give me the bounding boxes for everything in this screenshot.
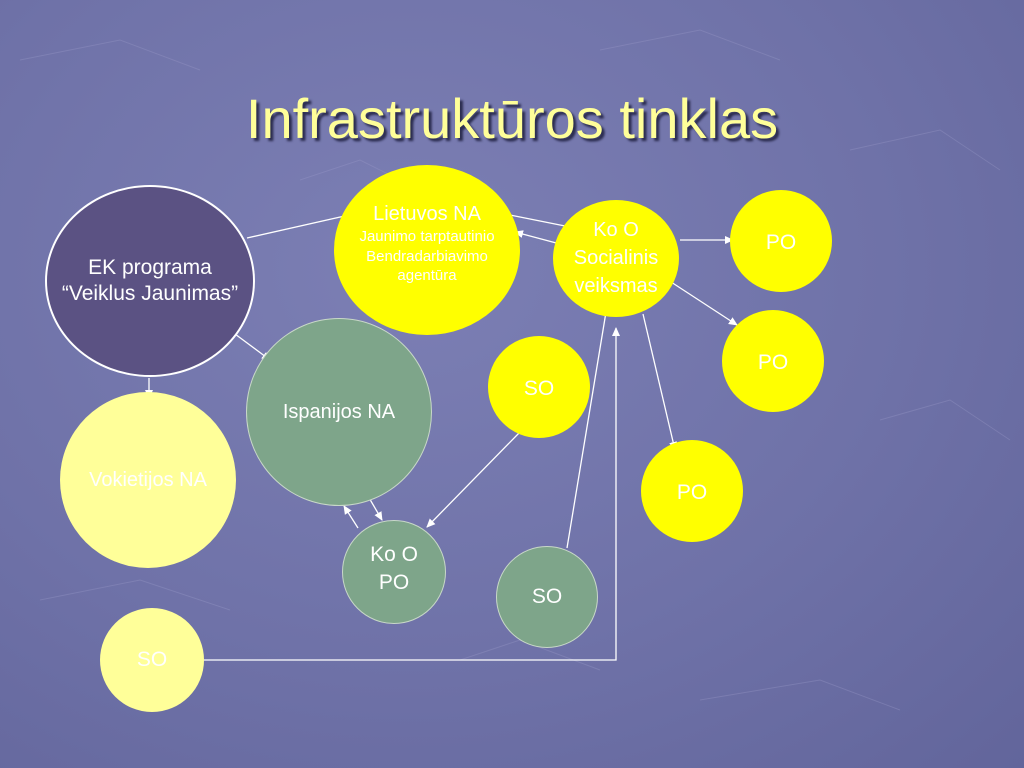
node-ko-o-socialinis-line-1: Ko O <box>593 219 639 241</box>
arrow-kooPO-to-ispanijos <box>343 505 359 529</box>
node-po-1: PO <box>730 190 832 292</box>
node-so-1: SO <box>488 336 590 438</box>
arrow-so2-to-koo <box>566 305 610 549</box>
node-lietuvos-na-line-4: agentūra <box>397 267 457 284</box>
node-ko-o-po-line-1: Ko O <box>370 542 418 566</box>
node-lietuvos-na-line-1: Lietuvos NA <box>373 203 481 225</box>
arrow-so1-to-kooPO <box>426 431 521 528</box>
node-so-1-label: SO <box>523 377 555 400</box>
node-so-3: SO <box>100 608 204 712</box>
node-lietuvos-na-line-3: Bendradarbiavimo <box>366 247 488 265</box>
node-vokietijos-na-label: Vokietijos NA <box>89 469 207 491</box>
node-ispanijos-na-label: Ispanijos NA <box>282 400 396 423</box>
node-vokietijos-na: Vokietijos NA <box>60 392 236 568</box>
node-po-3-label: PO <box>676 481 708 504</box>
node-ispanijos-na: Ispanijos NA <box>246 318 432 506</box>
node-ek-programa-line-1: EK programa <box>88 255 212 279</box>
node-po-3: PO <box>641 440 743 542</box>
node-so-2-label: SO <box>531 584 563 608</box>
arrow-ek-to-lietuvos <box>246 210 359 239</box>
node-po-2-label: PO <box>757 351 789 374</box>
node-po-2: PO <box>722 310 824 412</box>
node-so-2: SO <box>496 546 598 648</box>
node-lietuvos-na: Lietuvos NA Jaunimo tarptautinio Bendrad… <box>334 165 520 335</box>
node-ko-o-po-line-2: PO <box>378 571 410 594</box>
node-lietuvos-na-line-2: Jaunimo tarptautinio <box>359 228 495 245</box>
arrow-so3-to-koo <box>203 327 620 661</box>
arrow-koo-to-po3 <box>642 313 678 451</box>
node-po-1-label: PO <box>765 231 797 254</box>
node-ko-o-socialinis: Ko O Socialinis veiksmas <box>553 200 679 317</box>
node-ko-o-socialinis-line-2: Socialinis <box>573 247 659 269</box>
node-ek-programa-line-2: “Veiklus Jaunimas” <box>61 282 239 305</box>
slide-title: Infrastruktūros tinklas <box>245 87 779 150</box>
node-ko-o-po: Ko O PO <box>342 520 446 624</box>
node-so-3-label: SO <box>136 647 168 671</box>
node-ek-programa: EK programa “Veiklus Jaunimas” <box>45 185 255 377</box>
node-ko-o-socialinis-line-3: veiksmas <box>574 275 658 297</box>
arrow-koo-to-po2 <box>667 279 738 326</box>
